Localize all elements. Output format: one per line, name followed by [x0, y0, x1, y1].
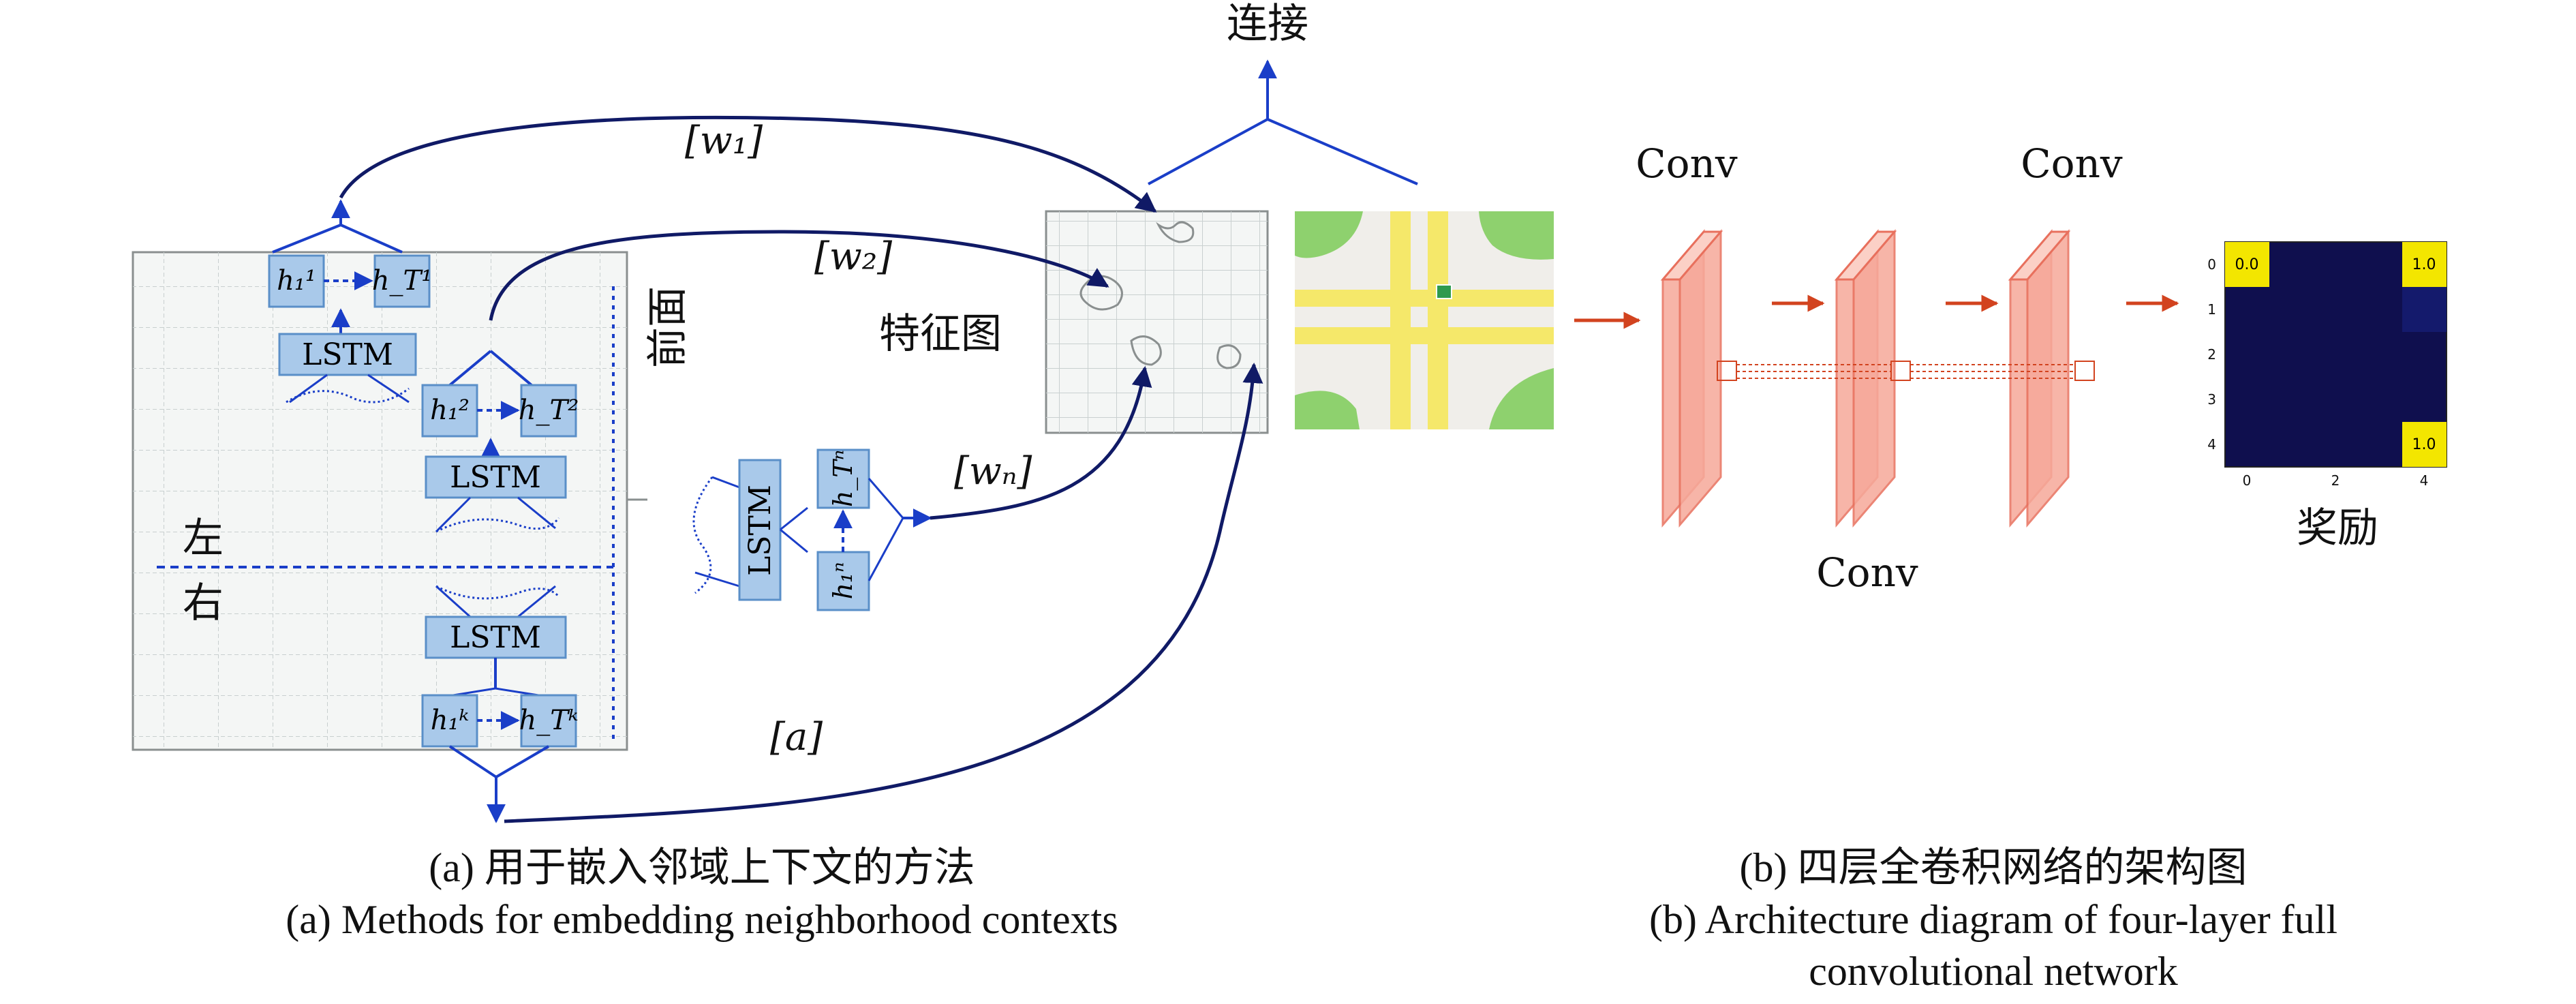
conv-label-3: Conv [2021, 140, 2123, 187]
caption-b-en-line2: convolutional network [1809, 949, 2178, 994]
row-tick-3: 3 [2207, 391, 2216, 408]
h1-node-n [816, 551, 870, 611]
lstm-module-2: h₁² h_T² LSTM [421, 350, 579, 533]
caption-b-cn: (b) 四层全卷积网络的架构图 [1739, 845, 2248, 890]
h1-label-k: h₁ᵏ [431, 705, 469, 736]
label-w1: [w₁] [685, 119, 763, 163]
heatmap-annotation-3: 1.0 [2412, 436, 2436, 453]
h1-node-2 [421, 384, 478, 438]
hT-node-2 [520, 384, 577, 438]
heatmap-col-ticks: 0 2 4 [2243, 472, 2429, 489]
hT-node-k [520, 694, 577, 748]
hT-label-n: h_Tⁿ [828, 450, 859, 507]
label-right: 右 [183, 579, 224, 627]
label-a: [a] [770, 715, 823, 759]
h1-label-1: h₁¹ [277, 265, 316, 296]
caption-a: (a) 用于嵌入邻域上下文的方法 (a) Methods for embeddi… [123, 842, 1281, 945]
hT-label-2: h_T² [519, 395, 579, 426]
lstm-box-1 [278, 333, 417, 376]
grid-lines [133, 252, 627, 750]
lstm-label-1: LSTM [302, 337, 393, 372]
lstm-module-k: LSTM h₁ᵏ h_Tᵏ [421, 585, 579, 823]
panel-b: Conv Conv Conv 0.0 1.0 1.0 0 1 2 3 4 0 2… [1574, 140, 2447, 596]
lstm-module-n: LSTM h_Tⁿ h₁ⁿ [692, 448, 932, 611]
h1-label-2: h₁² [430, 395, 470, 426]
reward-heatmap: 0.0 1.0 1.0 0 1 2 3 4 0 2 4 [2207, 241, 2447, 489]
conv-block-1 [1660, 228, 1723, 528]
concat-branch [1148, 59, 1418, 185]
lstm-box-2 [425, 455, 567, 499]
heatmap-cell-highlight [2402, 287, 2447, 332]
conv-label-1: Conv [1636, 140, 1738, 187]
lstm-label-n: LSTM [743, 485, 778, 576]
heatmap-cell-yellow-top-right [2402, 242, 2447, 287]
arrow-w2 [489, 230, 1109, 321]
h1-label-n: h₁ⁿ [828, 562, 858, 599]
col-tick-0: 0 [2243, 472, 2252, 489]
arrow-a [504, 363, 1263, 823]
caption-a-cn: (a) 用于嵌入邻域上下文的方法 [429, 845, 975, 890]
col-tick-4: 4 [2420, 472, 2429, 489]
hT-label-1: h_T¹ [372, 265, 432, 296]
feature-map [1045, 210, 1269, 434]
heatmap-cell-yellow-top-left [2225, 242, 2269, 287]
lstm-box-n [738, 459, 782, 601]
panel-a: 前面 左 右 h₁¹ h_T¹ LSTM h₁² h_T² [132, 0, 1554, 823]
lstm-box-k [425, 615, 567, 659]
label-w2: [w₂] [814, 234, 892, 279]
heatmap-annotation-2: 1.0 [2412, 256, 2436, 273]
receptive-field-links [1717, 361, 2095, 381]
label-wn: [wₙ] [954, 449, 1032, 493]
label-left: 左 [183, 515, 224, 562]
lstm-label-k: LSTM [450, 620, 541, 655]
hT-node-1 [373, 254, 431, 308]
hT-node-n [816, 448, 870, 509]
lstm-module-1: h₁¹ h_T¹ LSTM [268, 199, 432, 404]
arrow-w1 [339, 115, 1157, 213]
col-tick-2: 2 [2331, 472, 2340, 489]
heatmap-annotation-1: 0.0 [2235, 256, 2259, 273]
heatmap-row-ticks: 0 1 2 3 4 [2207, 256, 2216, 453]
caption-b: (b) 四层全卷积网络的架构图 (b) Architecture diagram… [1431, 842, 2556, 997]
hT-label-k: h_Tᵏ [519, 705, 578, 736]
row-tick-1: 1 [2207, 301, 2216, 318]
arrow-wn [930, 366, 1152, 520]
heatmap-cell-yellow-bottom-right [2402, 422, 2447, 467]
row-tick-4: 4 [2207, 436, 2216, 453]
label-reward: 奖励 [2297, 504, 2378, 552]
caption-a-en: (a) Methods for embedding neighborhood c… [286, 897, 1118, 942]
conv-label-2: Conv [1816, 549, 1918, 596]
label-feature-map: 特征图 [879, 310, 1002, 358]
caption-b-en-line1: (b) Architecture diagram of four-layer f… [1649, 897, 2337, 942]
row-tick-2: 2 [2207, 346, 2216, 363]
row-tick-0: 0 [2207, 256, 2216, 273]
lstm-label-2: LSTM [450, 460, 541, 495]
label-concat: 连接 [1227, 0, 1308, 48]
road-map-image [1295, 211, 1554, 429]
label-front: 前面 [644, 286, 692, 368]
h1-node-1 [268, 254, 325, 308]
